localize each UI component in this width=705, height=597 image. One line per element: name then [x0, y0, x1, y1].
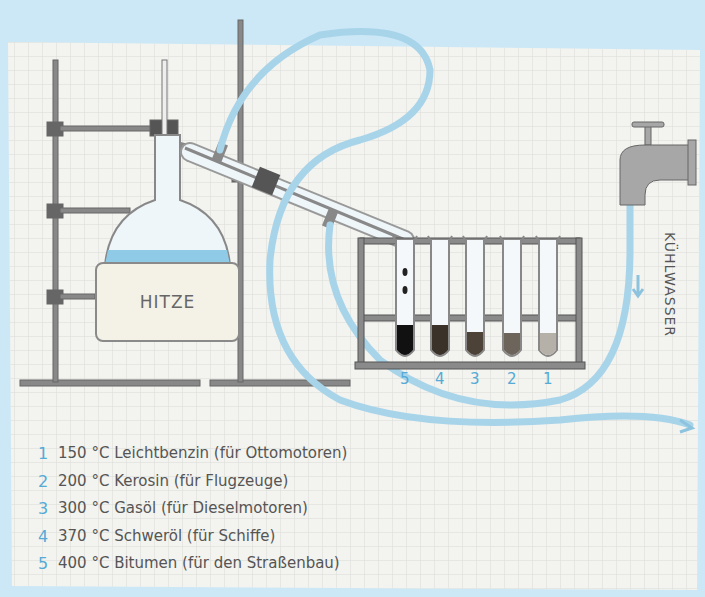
fraction-text: 400 °C Bitumen (für den Straßenbau)	[58, 554, 340, 572]
callout-number: 2	[507, 370, 517, 388]
fraction-text: 150 °C Leichtbenzin (für Ottomotoren)	[58, 444, 347, 462]
fraction-text: 300 °C Gasöl (für Dieselmotoren)	[58, 499, 308, 517]
flow-arrow	[680, 420, 692, 432]
water-label: KÜHLWASSER	[662, 232, 678, 337]
test-tubes	[393, 236, 560, 356]
heater-label: HITZE	[140, 292, 196, 312]
callout-number: 3	[470, 370, 480, 388]
drops	[403, 268, 408, 294]
legend-number: 5	[38, 554, 48, 573]
flow-arrow	[633, 275, 643, 296]
cooling-hoses	[220, 32, 690, 425]
water-tap	[620, 122, 696, 205]
callout-number: 5	[400, 370, 410, 388]
fraction-text: 370 °C Schweröl (für Schiffe)	[58, 527, 275, 545]
legend-number: 3	[38, 499, 48, 518]
legend-number: 4	[38, 527, 48, 546]
paper	[8, 42, 700, 590]
callout-number: 1	[543, 370, 553, 388]
fraction-text: 200 °C Kerosin (für Flugzeuge)	[58, 472, 288, 490]
test-tube-rack	[355, 238, 585, 369]
legend-number: 2	[38, 472, 48, 491]
heater-box: HITZE	[95, 262, 240, 342]
callout-number: 4	[435, 370, 445, 388]
legend-number: 1	[38, 444, 48, 463]
